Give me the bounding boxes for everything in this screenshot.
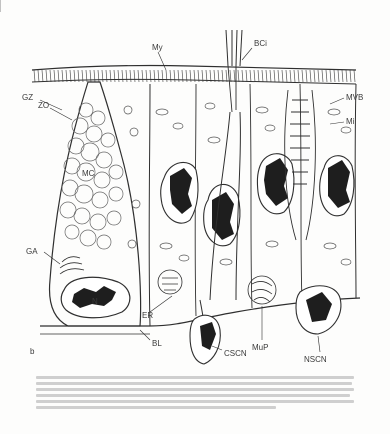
figure-caption [36, 376, 356, 412]
label-cscn: CSCN [224, 349, 247, 358]
label-mi: Mi [346, 117, 355, 126]
panel-label: b [30, 347, 35, 356]
label-bl: BL [152, 339, 162, 348]
label-zo: ZO [38, 101, 49, 110]
label-mc: MC [82, 169, 95, 178]
er-cell [158, 270, 182, 294]
cscn-cell [190, 315, 220, 364]
label-my: My [152, 43, 163, 52]
label-mvb: MVB [346, 93, 363, 102]
mucous-cell [50, 82, 141, 326]
label-nscn: NSCN [304, 355, 327, 364]
label-ga: GA [26, 247, 38, 256]
label-n: N [92, 297, 98, 306]
nscn-cell [296, 286, 341, 334]
label-gz: GZ [22, 93, 33, 102]
golgi-apparatus [60, 257, 84, 274]
label-mup: MuP [252, 343, 268, 352]
label-er: ER [142, 311, 153, 320]
label-bci: BCi [254, 39, 267, 48]
mup-cell [248, 276, 276, 304]
caption-text [36, 376, 356, 416]
